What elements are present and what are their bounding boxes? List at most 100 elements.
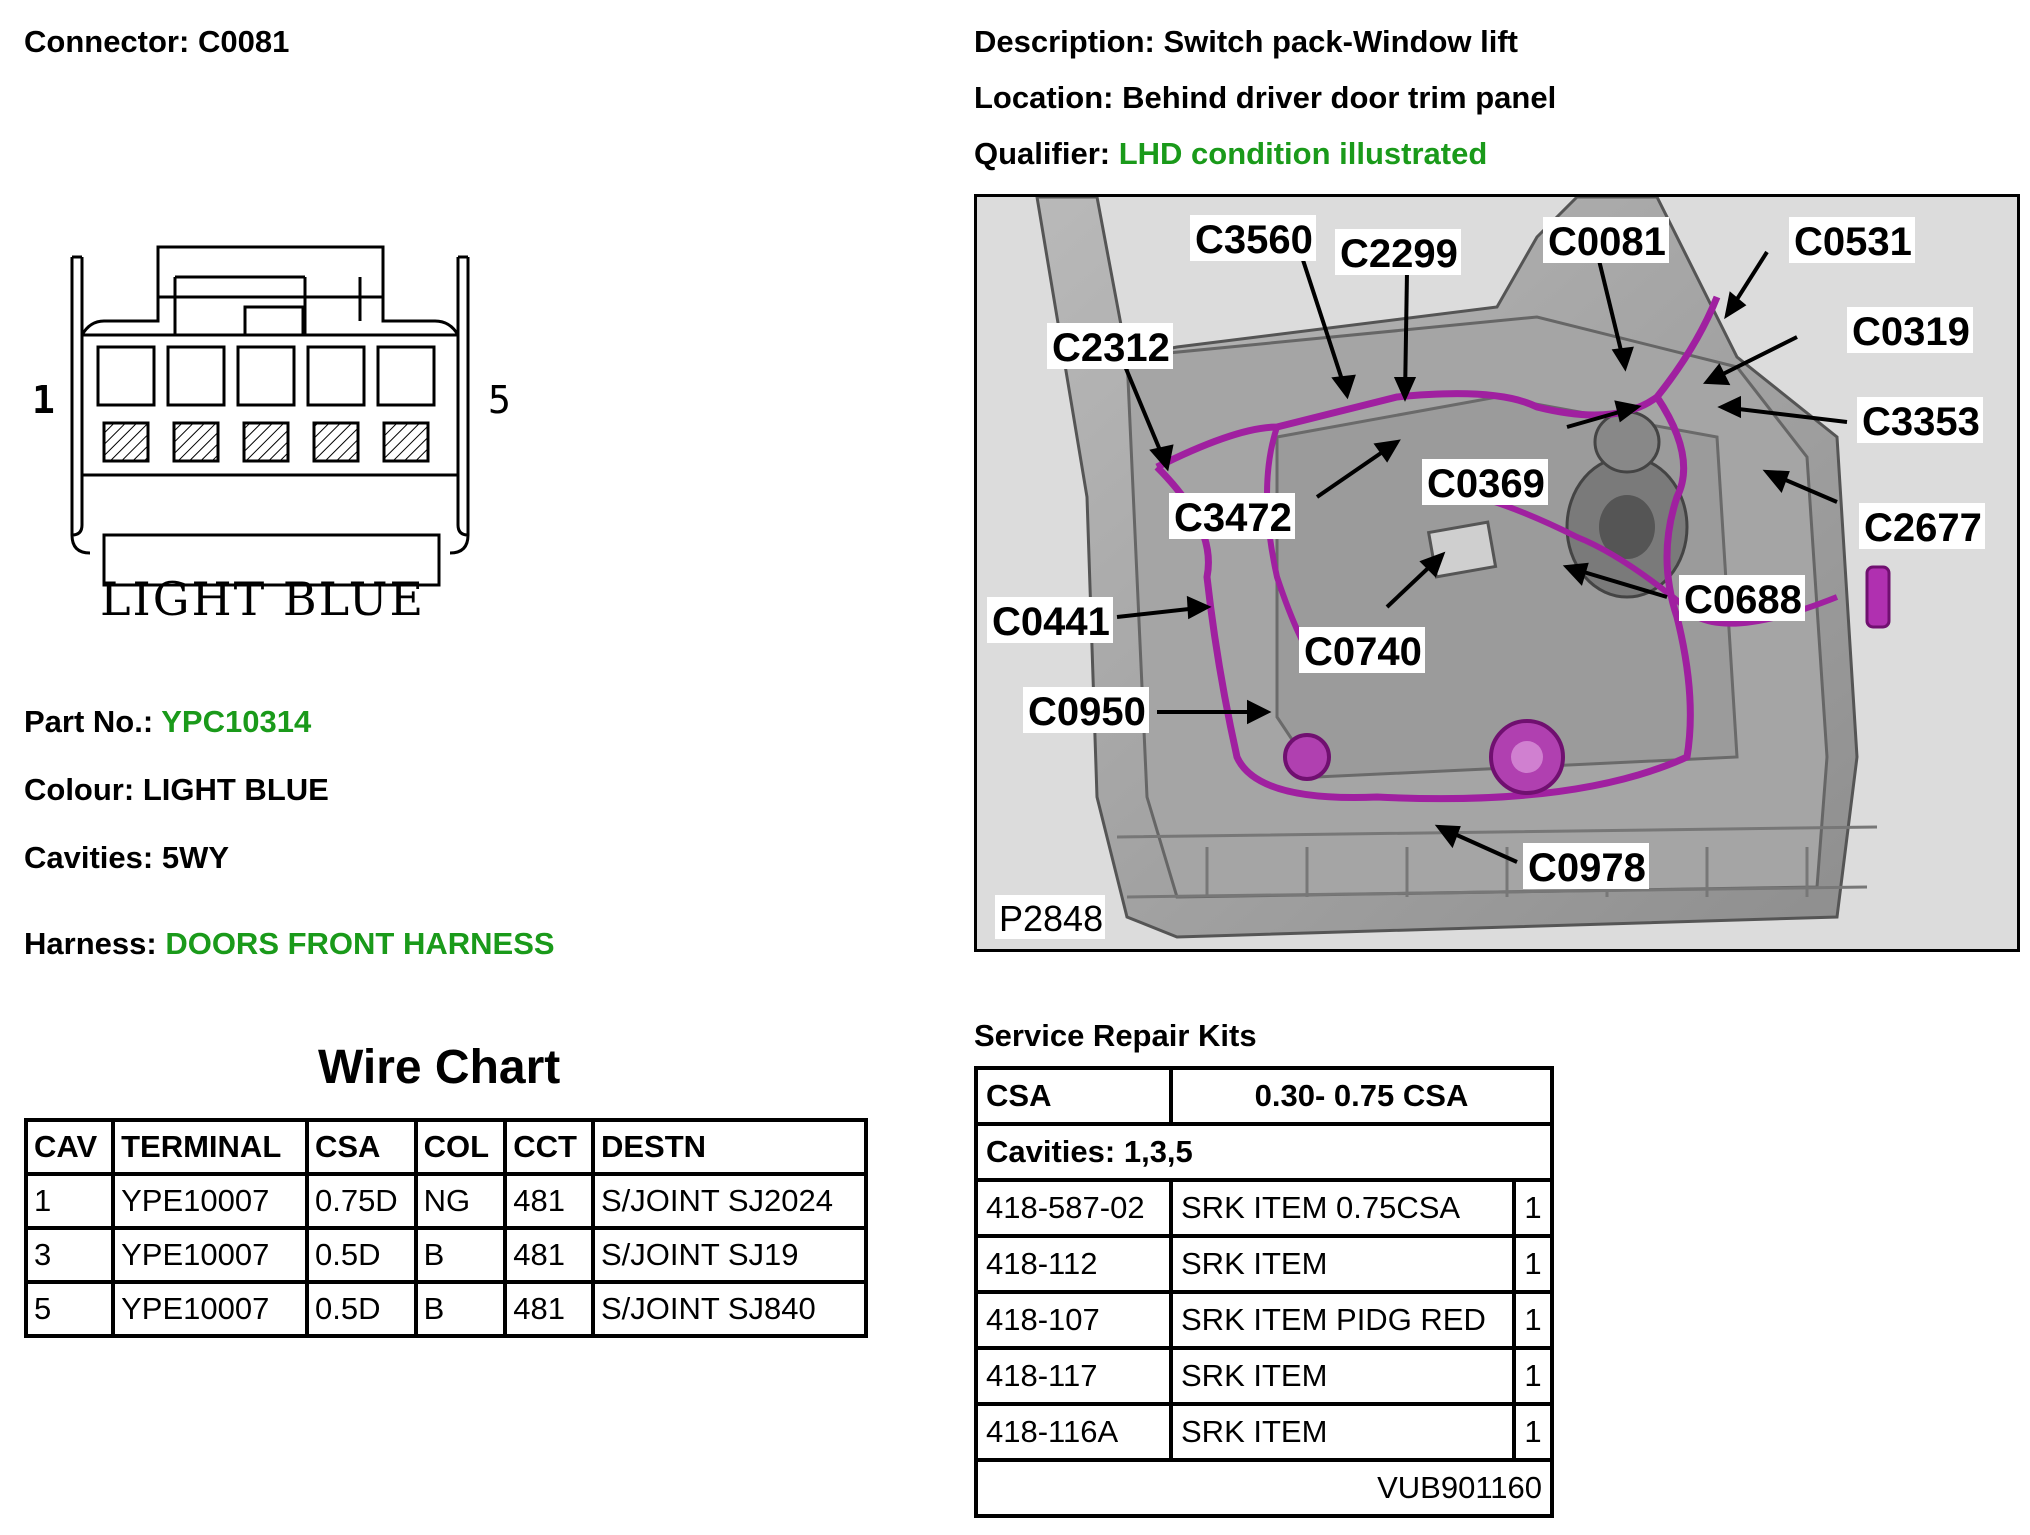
- kit-item: SRK ITEM PIDG RED: [1169, 1290, 1516, 1350]
- kit-item: SRK ITEM 0.75CSA: [1169, 1178, 1516, 1238]
- srk-csa-row: CSA 0.30- 0.75 CSA: [974, 1066, 1554, 1126]
- cell: 481: [503, 1172, 595, 1230]
- callout-c0369: C0369: [1427, 462, 1545, 506]
- callout-c0688: C0688: [1684, 578, 1802, 622]
- colour-label: Colour:: [24, 772, 135, 807]
- qualifier-value: LHD condition illustrated: [1118, 136, 1488, 171]
- srk-cavities-row: Cavities: 1,3,5: [974, 1122, 1554, 1182]
- col-header: COL: [413, 1118, 508, 1176]
- callout-c0740: C0740: [1304, 630, 1422, 674]
- callout-c2299: C2299: [1340, 232, 1458, 276]
- description-label: Description:: [974, 24, 1155, 59]
- table-row: 418-587-02 SRK ITEM 0.75CSA 1: [974, 1178, 1554, 1238]
- part-label: Part No.:: [24, 704, 154, 739]
- kit-qty: 1: [1512, 1234, 1554, 1294]
- callout-c2677: C2677: [1864, 506, 1982, 550]
- location-field: Location: Behind driver door trim panel: [974, 80, 1556, 116]
- cell: 0.5D: [304, 1226, 418, 1284]
- callout-c3560: C3560: [1195, 218, 1313, 262]
- harness-field: Harness: DOORS FRONT HARNESS: [24, 926, 555, 962]
- pin-5-label: 5: [488, 378, 511, 422]
- qualifier-label: Qualifier:: [974, 136, 1111, 171]
- cell: S/JOINT SJ840: [590, 1280, 869, 1338]
- csa-label: CSA: [974, 1066, 1173, 1126]
- table-row: 418-116A SRK ITEM 1: [974, 1402, 1554, 1462]
- location-illustration: C3560 C2299 C0081 C0531 C2312 C0319 C335…: [974, 194, 2020, 952]
- kit-qty: 1: [1512, 1346, 1554, 1406]
- cell: YPE10007: [111, 1226, 309, 1284]
- callout-c0441: C0441: [992, 600, 1110, 644]
- terminal-locks: [102, 421, 430, 463]
- col-header: TERMINAL: [111, 1118, 309, 1176]
- connector-label: Connector:: [24, 24, 190, 59]
- table-row: 418-117 SRK ITEM 1: [974, 1346, 1554, 1406]
- cell: NG: [413, 1172, 508, 1230]
- wire-chart-header-row: CAV TERMINAL CSA COL CCT DESTN: [23, 1118, 869, 1176]
- cell: B: [413, 1226, 508, 1284]
- part-field: Part No.: YPC10314: [24, 704, 311, 740]
- col-header: DESTN: [590, 1118, 869, 1176]
- description-field: Description: Switch pack-Window lift: [974, 24, 1518, 60]
- cell: 3: [23, 1226, 116, 1284]
- kit-qty: 1: [1512, 1402, 1554, 1462]
- kit-item: SRK ITEM: [1169, 1234, 1516, 1294]
- kit-number: 418-107: [974, 1290, 1173, 1350]
- table-row: 418-112 SRK ITEM 1: [974, 1234, 1554, 1294]
- colour-value: LIGHT BLUE: [142, 772, 329, 807]
- kit-number: 418-116A: [974, 1402, 1173, 1462]
- table-row: 418-107 SRK ITEM PIDG RED 1: [974, 1290, 1554, 1350]
- cavities-field: Cavities: 5WY: [24, 840, 229, 876]
- connector-field: Connector: C0081: [24, 24, 289, 60]
- srk-cavities: Cavities: 1,3,5: [974, 1122, 1554, 1182]
- kit-item: SRK ITEM: [1169, 1346, 1516, 1406]
- wire-chart-title: Wire Chart: [318, 1041, 561, 1094]
- photo-ref-label: P2848: [999, 898, 1103, 939]
- callout-labels: C3560 C2299 C0081 C0531 C2312 C0319 C335…: [987, 215, 1985, 939]
- callout-c0978: C0978: [1528, 846, 1646, 890]
- cell: S/JOINT SJ19: [590, 1226, 869, 1284]
- cavity-windows: [96, 345, 436, 407]
- srk-footer: VUB901160: [974, 1458, 1554, 1518]
- colour-field: Colour: LIGHT BLUE: [24, 772, 329, 808]
- cell: 1: [23, 1172, 116, 1230]
- cell: 5: [23, 1280, 116, 1338]
- location-label: Location:: [974, 80, 1114, 115]
- pin-1-label: 1: [32, 378, 55, 422]
- srk-footer-row: VUB901160: [974, 1458, 1554, 1518]
- col-header: CAV: [23, 1118, 116, 1176]
- cell: YPE10007: [111, 1280, 309, 1338]
- callout-c0531: C0531: [1794, 220, 1912, 264]
- connector-value: C0081: [197, 24, 290, 59]
- kit-qty: 1: [1512, 1178, 1554, 1238]
- cell: 481: [503, 1226, 595, 1284]
- srk-title: Service Repair Kits: [974, 1018, 1257, 1053]
- table-row: 3 YPE10007 0.5D B 481 S/JOINT SJ19: [23, 1226, 869, 1284]
- callout-c3472: C3472: [1174, 496, 1292, 540]
- cell: 481: [503, 1280, 595, 1338]
- callout-c0950: C0950: [1028, 690, 1146, 734]
- callout-c3353: C3353: [1862, 400, 1980, 444]
- cell: 0.75D: [304, 1172, 418, 1230]
- cell: 0.5D: [304, 1280, 418, 1338]
- col-header: CSA: [304, 1118, 418, 1176]
- kit-number: 418-117: [974, 1346, 1173, 1406]
- kit-number: 418-587-02: [974, 1178, 1173, 1238]
- description-value: Switch pack-Window lift: [1163, 24, 1518, 59]
- callout-c0081: C0081: [1548, 220, 1666, 264]
- table-row: 5 YPE10007 0.5D B 481 S/JOINT SJ840: [23, 1280, 869, 1338]
- kit-qty: 1: [1512, 1290, 1554, 1350]
- cell: B: [413, 1280, 508, 1338]
- connector-face-diagram: 1 5 LIGHT BLUE: [32, 245, 511, 626]
- col-header: CCT: [503, 1118, 595, 1176]
- cavities-value: 5WY: [161, 840, 230, 875]
- cell: S/JOINT SJ2024: [590, 1172, 869, 1230]
- csa-value: 0.30- 0.75 CSA: [1169, 1066, 1554, 1126]
- harness-value: DOORS FRONT HARNESS: [165, 926, 555, 961]
- harness-label: Harness:: [24, 926, 157, 961]
- callout-c2312: C2312: [1052, 326, 1170, 370]
- srk-table: CSA 0.30- 0.75 CSA Cavities: 1,3,5 418-5…: [974, 1066, 1554, 1518]
- location-value: Behind driver door trim panel: [1122, 80, 1557, 115]
- kit-item: SRK ITEM: [1169, 1402, 1516, 1462]
- callout-c0319: C0319: [1852, 310, 1970, 354]
- table-row: 1 YPE10007 0.75D NG 481 S/JOINT SJ2024: [23, 1172, 869, 1230]
